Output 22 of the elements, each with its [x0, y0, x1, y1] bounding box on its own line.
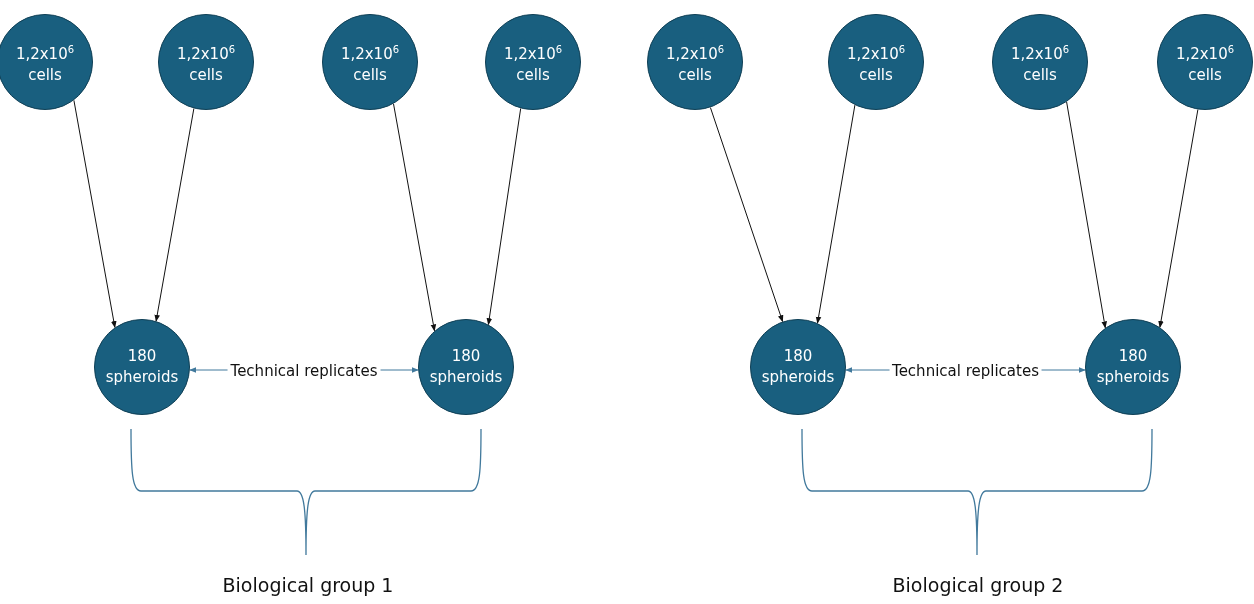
node-label: 1,2x10$^{6}$ cells: [14, 42, 76, 86]
arrow: [393, 103, 437, 332]
arrow: [73, 99, 117, 329]
node-label: 180 spheroids: [104, 346, 180, 388]
node-label: 180 spheroids: [1095, 346, 1171, 388]
node-label: 1,2x10$^{6}$ cells: [339, 42, 401, 86]
node-label: 1,2x10$^{6}$ cells: [502, 42, 564, 86]
group-label: Biological group 2: [892, 574, 1064, 596]
node-label: 180 spheroids: [760, 346, 836, 388]
arrow: [1066, 101, 1107, 329]
arrow: [154, 107, 195, 322]
node-label: 1,2x10$^{6}$ cells: [845, 42, 907, 86]
arrow: [709, 107, 784, 323]
node-label: 1,2x10$^{6}$ cells: [1009, 42, 1071, 86]
arrow: [1158, 109, 1199, 328]
group-label: Biological group 1: [222, 574, 394, 596]
node-label: 1,2x10$^{6}$ cells: [664, 42, 726, 86]
node-label: 1,2x10$^{6}$ cells: [175, 42, 237, 86]
arrow: [815, 104, 856, 324]
arrow: [486, 107, 522, 326]
node-label: 180 spheroids: [428, 346, 504, 388]
node-label: 1,2x10$^{6}$ cells: [1174, 42, 1236, 86]
